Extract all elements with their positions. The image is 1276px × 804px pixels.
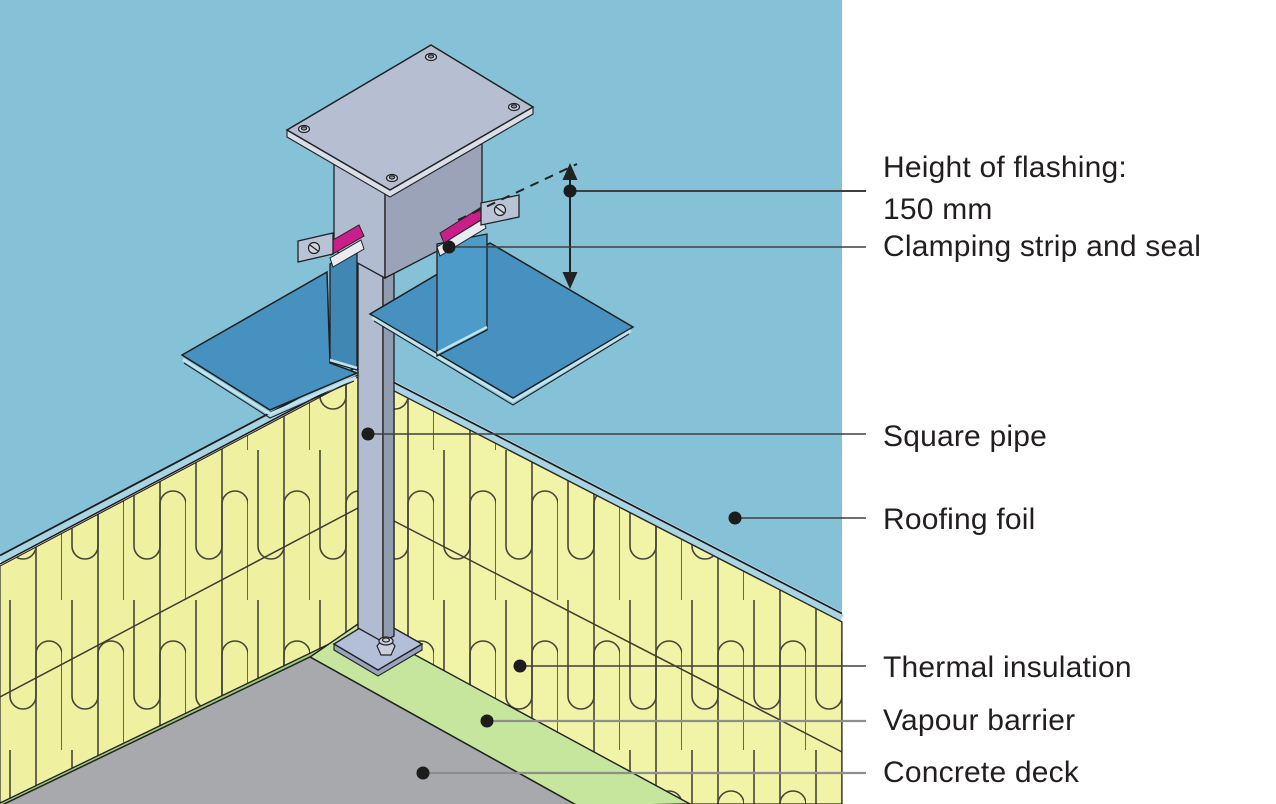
label-height-of-flashing: Height of flashing: 150 mm [883,147,1127,231]
label-square-pipe: Square pipe [883,420,1047,453]
clamping-strip-and-seal-left [297,224,365,268]
thermal-insulation-right-face [393,390,843,804]
dimension-arrowhead-down [562,272,578,289]
label-thermal-insulation: Thermal insulation [883,651,1132,684]
dimension-arrowhead-up [562,163,578,180]
cap-plate-screws [297,52,521,183]
insulation-layer-division [0,507,359,698]
concrete-deck-surface [2,656,576,804]
flashing-right-skirt [368,242,635,406]
flashing-left-skirt [180,270,360,419]
leader-lines [361,184,866,780]
clamping-strip-and-seal-right [436,194,520,257]
label-vapour-barrier: Vapour barrier [883,704,1076,737]
vapour-barrier-strip [308,623,692,804]
dimension-dashed-line [457,163,578,221]
flashing-left-sleeve [329,248,358,371]
pipe-cap-plate [285,44,535,198]
flashing-height-dimension [457,163,578,289]
label-clamping-strip-and-seal: Clamping strip and seal [883,230,1202,263]
label-roofing-foil: Roofing foil [883,503,1036,536]
label-concrete-deck: Concrete deck [883,756,1080,789]
label-height-of-flashing-line2: 150 mm [883,193,993,226]
base-bolt [376,636,396,656]
flashing-hem [329,239,365,268]
insulation-layer-division [393,520,843,753]
label-height-of-flashing-line1: Height of flashing: [883,151,1127,184]
